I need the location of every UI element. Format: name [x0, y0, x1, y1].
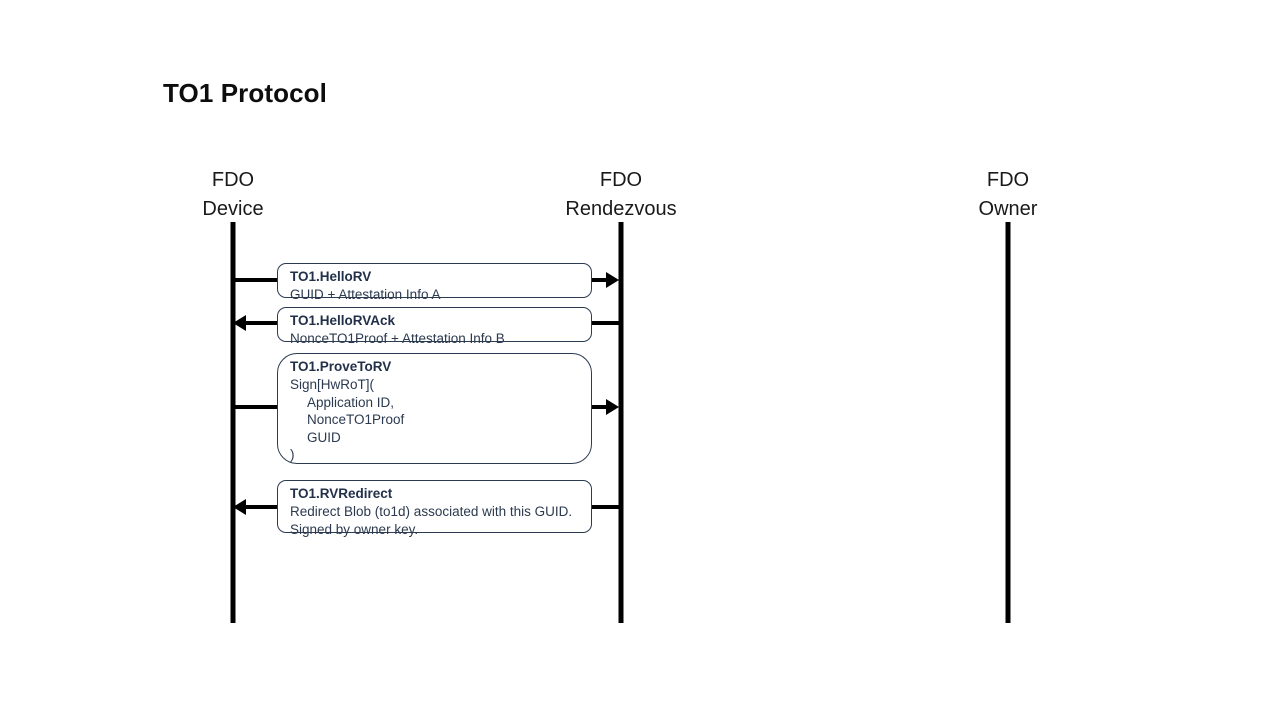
message-detail-hellorvack-0: NonceTO1Proof + Attestation Info B	[290, 331, 505, 346]
message-detail-provetorv-1: Application ID,	[307, 394, 395, 410]
message-detail-provetorv-2: NonceTO1Proof	[307, 412, 405, 427]
message-box-provetorv[interactable]: TO1.ProveToRV Sign[HwRoT]( Application I…	[277, 353, 592, 464]
message-box-hellorv[interactable]: TO1.HelloRV GUID + Attestation Info A	[277, 263, 592, 302]
message-detail-rvredirect-1: Signed by owner key.	[290, 521, 419, 537]
lifeline-label-device-line2: Device	[202, 198, 264, 220]
lifeline-label-device: FDO Device	[202, 166, 263, 224]
lifeline-bar-owner	[1005, 222, 1011, 623]
lifeline-label-rendezvous-line2: Rendezvous	[565, 198, 677, 220]
lifeline-bar-device	[230, 222, 236, 623]
message-line-provetorv-left	[233, 405, 281, 409]
lifeline-label-owner: FDO Owner	[979, 166, 1038, 224]
message-detail-provetorv-0: Sign[HwRoT](	[290, 377, 375, 392]
message-title-provetorv: TO1.ProveToRV	[290, 359, 392, 374]
lifeline-label-rendezvous-line1: FDO	[599, 169, 643, 191]
message-line-hellorv-right	[590, 278, 615, 282]
lifeline-bar-rendezvous	[618, 222, 624, 623]
message-line-rvredirect-right	[590, 505, 623, 509]
page-title: TO1 Protocol	[163, 78, 327, 108]
lifeline-label-device-line1: FDO	[211, 169, 255, 191]
message-detail-hellorv-0: GUID + Attestation Info A	[290, 287, 441, 302]
message-detail-provetorv-4: )	[290, 447, 295, 462]
message-detail-provetorv-3: GUID	[307, 429, 341, 445]
lifeline-label-owner-line1: FDO	[986, 169, 1030, 191]
message-line-hellorv-left	[233, 278, 281, 282]
message-title-hellorvack: TO1.HelloRVAck	[290, 313, 396, 328]
message-line-rvredirect-left	[246, 505, 281, 509]
arrowhead-hellorvack	[233, 315, 246, 331]
message-box-hellorvack[interactable]: TO1.HelloRVAck NonceTO1Proof + Attestati…	[277, 307, 592, 346]
message-title-hellorv: TO1.HelloRV	[290, 269, 372, 284]
arrowhead-rvredirect	[233, 499, 246, 515]
lifeline-label-rendezvous: FDO Rendezvous	[565, 166, 676, 224]
message-title-rvredirect: TO1.RVRedirect	[290, 486, 393, 501]
message-detail-rvredirect-0: Redirect Blob (to1d) associated with thi…	[290, 504, 573, 519]
arrowhead-provetorv	[606, 399, 619, 415]
message-line-hellorvack-left	[246, 321, 281, 325]
message-line-provetorv-right	[590, 405, 615, 409]
message-line-hellorvack-right	[590, 321, 623, 325]
arrowhead-hellorv	[606, 272, 619, 288]
lifeline-label-owner-line2: Owner	[978, 198, 1038, 220]
message-box-rvredirect[interactable]: TO1.RVRedirect Redirect Blob (to1d) asso…	[277, 480, 592, 537]
